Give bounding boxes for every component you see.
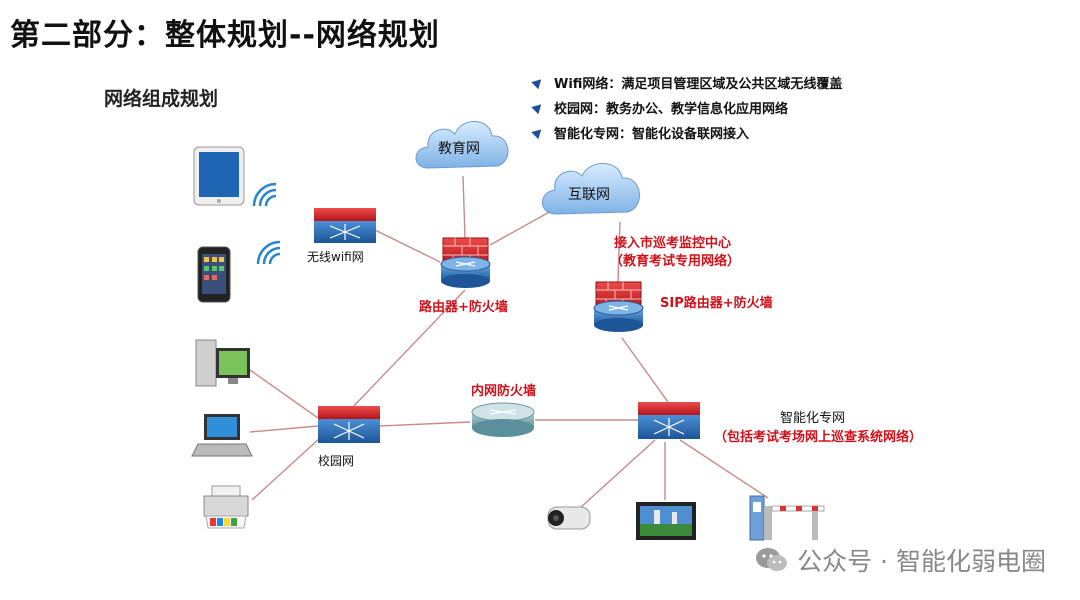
campus-network-label: 校园网 — [318, 454, 355, 468]
link-smart-camera — [579, 439, 656, 509]
education-network-label: 教育网 — [438, 141, 480, 157]
sip-router-label: SIP路由器+防火墙 — [660, 296, 773, 311]
education-cloud-icon — [415, 121, 509, 169]
gate-barrier-icon — [749, 495, 825, 541]
internet-label: 互联网 — [568, 187, 610, 203]
wifi-switch-icon — [314, 208, 376, 243]
link-internet-sip — [617, 221, 621, 283]
router-firewall-label: 路由器+防火墙 — [419, 300, 508, 315]
wifi-signal-icon — [256, 240, 281, 265]
wifi-network-label: 无线wifi网 — [307, 250, 364, 264]
wechat-icon — [756, 548, 788, 571]
display-screen-icon — [636, 502, 696, 540]
bullet-item: 校园网：教务办公、教学信息化应用网络 — [531, 95, 842, 120]
link-edu-router — [462, 175, 466, 239]
link-campus-innerfw — [379, 421, 471, 427]
tablet-icon — [193, 146, 245, 206]
watermark: 公众号 · 智能化弱电圈 — [755, 542, 1046, 578]
laptop-icon — [191, 414, 253, 457]
desktop-computer-icon — [195, 339, 250, 387]
bullet-list: Wifi网络：满足项目管理区域及公共区域无线覆盖 校园网：教务办公、教学信息化应… — [531, 70, 842, 145]
internet-cloud-icon — [541, 163, 640, 215]
inner-firewall-label: 内网防火墙 — [471, 384, 537, 399]
security-camera-icon — [547, 506, 591, 530]
wifi-signal-icon — [252, 182, 277, 207]
smart-switch-icon — [638, 402, 700, 439]
sip-router-firewall-icon — [593, 281, 644, 332]
inner-firewall-icon — [471, 402, 535, 437]
campus-switch-icon — [318, 406, 380, 443]
link-lines — [249, 175, 769, 509]
link-wifi-router — [374, 229, 441, 263]
link-smart-gate — [679, 439, 769, 499]
link-sip-smart — [621, 337, 669, 403]
link-router-campus — [349, 289, 466, 411]
printer-icon — [203, 485, 249, 529]
exam-network-label: （教育考试专用网络） — [610, 254, 741, 269]
router-firewall-icon — [440, 237, 491, 288]
link-laptop-campus — [249, 425, 319, 433]
smart-network-note: （包括考试考场网上巡查系统网络） — [714, 430, 923, 445]
bullet-item: 智能化专网：智能化设备联网接入 — [531, 120, 842, 145]
bullet-item: Wifi网络：满足项目管理区域及公共区域无线覆盖 — [531, 70, 842, 95]
page-title: 第二部分：整体规划--网络规划 — [10, 18, 440, 53]
monitor-center-label: 接入市巡考监控中心 — [614, 236, 732, 251]
smartphone-icon — [197, 246, 231, 303]
section-subtitle: 网络组成规划 — [104, 88, 219, 110]
link-printer-campus — [251, 437, 321, 501]
link-pc-campus — [249, 369, 319, 419]
smart-network-label: 智能化专网 — [780, 411, 846, 426]
link-router-internet — [489, 209, 554, 246]
